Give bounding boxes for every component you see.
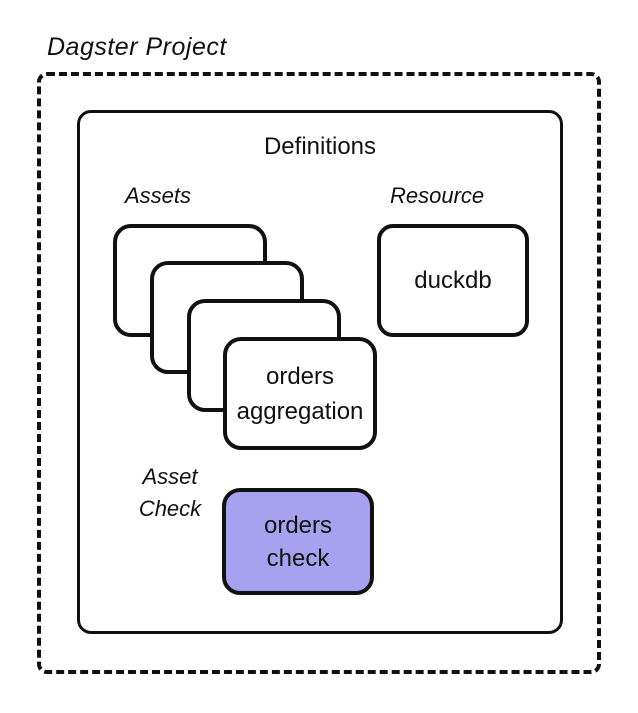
- asset-check-node-orders-check: orders check: [222, 488, 374, 595]
- duckdb-label: duckdb: [414, 266, 492, 294]
- definitions-title: Definitions: [263, 133, 377, 160]
- orders-check-label-line1: orders: [263, 511, 333, 539]
- asset-card-orders-aggregation: orders aggregation: [223, 337, 377, 450]
- dagster-project-boundary: [37, 72, 601, 674]
- orders-check-label-line2: check: [266, 544, 330, 572]
- resource-node-duckdb: duckdb: [377, 224, 529, 337]
- asset-check-label-line2: Check: [138, 496, 202, 521]
- orders-aggregation-label-line2: aggregation: [236, 397, 364, 425]
- asset-check-section-label: Asset Check: [110, 461, 230, 525]
- assets-section-label: Assets: [125, 183, 192, 208]
- resource-section-label: Resource: [390, 183, 485, 208]
- orders-aggregation-label-line1: orders: [265, 362, 335, 390]
- asset-check-label-line1: Asset: [142, 464, 198, 489]
- project-title: Dagster Project: [47, 33, 227, 61]
